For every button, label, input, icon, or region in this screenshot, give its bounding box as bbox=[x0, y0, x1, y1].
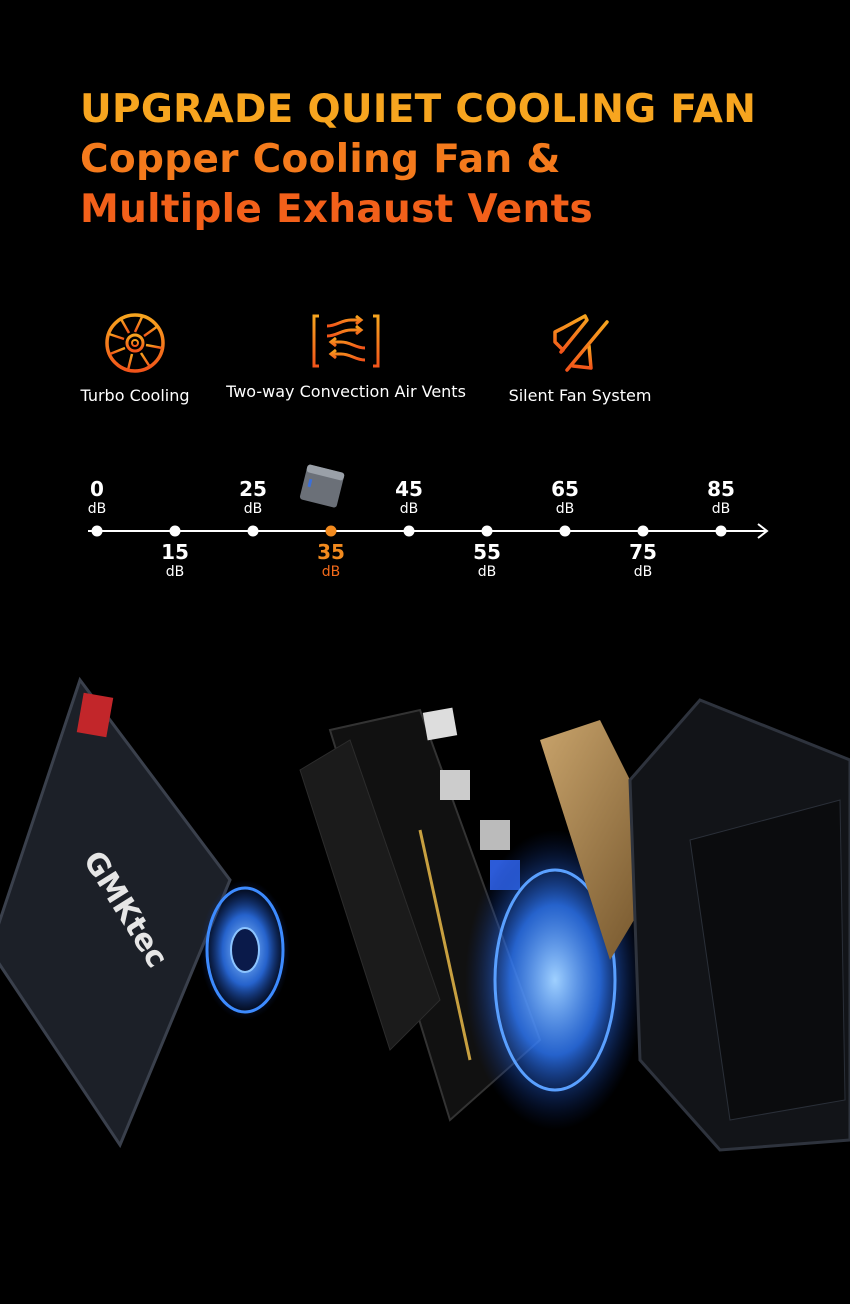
feature-air-vents: Two-way Convection Air Vents bbox=[216, 312, 476, 401]
feature-turbo-cooling: Turbo Cooling bbox=[5, 312, 265, 405]
scale-dot bbox=[715, 525, 727, 537]
headline-line-1: UPGRADE QUIET COOLING FAN bbox=[80, 87, 757, 132]
scale-unit: dB bbox=[477, 564, 497, 580]
headline-line-3: Multiple Exhaust Vents bbox=[80, 187, 594, 232]
air-vents-icon bbox=[312, 314, 380, 368]
scale-value: 65 bbox=[551, 477, 579, 501]
scale-dot bbox=[91, 525, 103, 537]
scale-unit: dB bbox=[87, 501, 107, 517]
scale-dot bbox=[247, 525, 259, 537]
feature-silent-fan: Silent Fan System bbox=[450, 312, 710, 405]
scale-unit: dB bbox=[399, 501, 419, 517]
headline-line-2: Copper Cooling Fan & bbox=[80, 137, 561, 182]
exploded-product-view: GMKtec bbox=[0, 676, 850, 1152]
scale-unit: dB bbox=[555, 501, 575, 517]
turbo-fan-icon bbox=[105, 313, 165, 373]
scale-dot bbox=[559, 525, 571, 537]
scale-value: 45 bbox=[395, 477, 423, 501]
scale-dot bbox=[169, 525, 181, 537]
feature-label: Two-way Convection Air Vents bbox=[226, 382, 466, 401]
mini-pc-icon bbox=[299, 464, 345, 508]
muted-speaker-icon bbox=[553, 314, 609, 372]
scale-value: 75 bbox=[629, 540, 657, 564]
scale-unit: dB bbox=[321, 564, 341, 580]
scale-value: 15 bbox=[161, 540, 189, 564]
scale-value: 25 bbox=[239, 477, 267, 501]
scale-value: 0 bbox=[90, 477, 104, 501]
scale-value: 85 bbox=[707, 477, 735, 501]
scale-dot bbox=[403, 525, 415, 537]
feature-label: Silent Fan System bbox=[508, 386, 652, 405]
scale-unit: dB bbox=[243, 501, 263, 517]
scale-value: 35 bbox=[317, 540, 345, 564]
top-lid: GMKtec bbox=[0, 676, 232, 1149]
blue-fan-left bbox=[200, 880, 290, 1020]
scale-value: 55 bbox=[473, 540, 501, 564]
scale-unit: dB bbox=[711, 501, 731, 517]
chassis bbox=[628, 698, 850, 1152]
scale-unit: dB bbox=[633, 564, 653, 580]
scale-dot bbox=[325, 525, 337, 537]
feature-label: Turbo Cooling bbox=[80, 386, 190, 405]
scale-dot bbox=[637, 525, 649, 537]
scale-dot bbox=[481, 525, 493, 537]
scale-unit: dB bbox=[165, 564, 185, 580]
noise-scale-axis bbox=[88, 464, 769, 539]
